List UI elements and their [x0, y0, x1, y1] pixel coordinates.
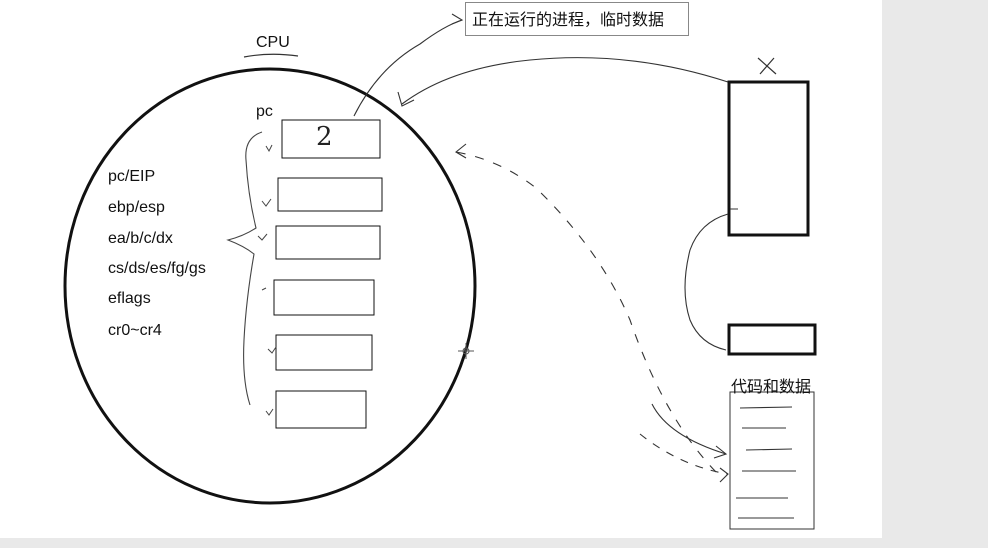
register-slot-2 [277, 177, 383, 212]
register-slot-3 [275, 225, 381, 260]
register-label: eflags [108, 290, 151, 307]
register-label: pc/EIP [108, 168, 156, 185]
arrow-pc-to-note [353, 19, 463, 117]
register-slot-1 [281, 119, 381, 159]
memory-bar [727, 323, 817, 356]
register-label: cr0~cr4 [108, 322, 162, 339]
slot-tick-4 [261, 287, 267, 291]
code-data-label: 代码和数据 [731, 379, 812, 396]
cpu-title-underline [243, 53, 299, 58]
register-label: ebp/esp [108, 199, 165, 216]
dashed-arrow-to-cpu [455, 151, 717, 473]
note-text: 正在运行的进程，临时数据 [472, 12, 665, 29]
crosshair-cursor-icon [458, 343, 474, 359]
code-data-area [729, 391, 815, 530]
register-slot-5 [275, 334, 373, 371]
arrow-into-code-data-head [713, 445, 728, 459]
slot-tick-2 [261, 198, 272, 207]
arrow-into-code-data [651, 403, 727, 455]
right-margin-strip [882, 0, 988, 548]
note-box [465, 2, 689, 36]
cpu-circle [63, 67, 477, 505]
slot-tick-5 [267, 346, 277, 354]
arrow-process-to-cpu-head [397, 91, 415, 107]
arrow-process-to-cpu [401, 57, 729, 105]
bottom-margin-strip [0, 538, 988, 548]
link-process-to-memory [684, 213, 729, 351]
register-slot-6 [275, 390, 367, 429]
code-line-3 [745, 448, 793, 451]
dashed-arrow-to-cpu-head [455, 143, 467, 159]
pc-value: 2 [316, 122, 333, 152]
code-line-1 [739, 406, 793, 409]
register-label: cs/ds/es/fg/gs [108, 260, 206, 277]
arrow-pc-to-note-head [451, 13, 464, 25]
register-label: ea/b/c/dx [108, 230, 173, 247]
register-brace [226, 131, 263, 406]
mark-x [757, 57, 777, 75]
pc-label: pc [256, 103, 273, 120]
cpu-title: CPU [256, 34, 290, 51]
slot-tick-3 [257, 233, 268, 241]
register-slot-4 [273, 279, 375, 316]
dashed-arrow-into-code-data [639, 433, 729, 475]
dashed-arrow-into-code-data-head [719, 467, 729, 483]
slot-tick-6 [265, 408, 274, 416]
process-block [727, 80, 810, 237]
slot-tick-1 [265, 144, 273, 153]
